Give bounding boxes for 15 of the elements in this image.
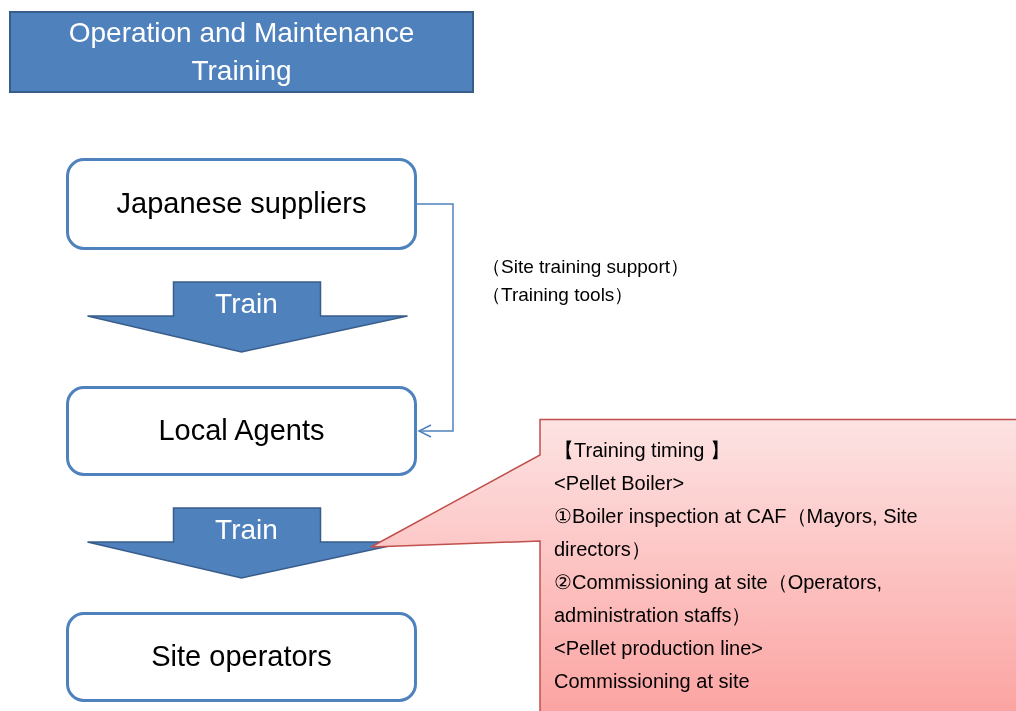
callout-text: <Pellet Boiler> bbox=[554, 471, 686, 496]
callout-text: 【Training timing 】 bbox=[554, 438, 731, 463]
edge-label: Train bbox=[214, 515, 279, 545]
block-arrow bbox=[86, 281, 409, 353]
process-box: Site operators bbox=[66, 612, 417, 702]
callout-shape bbox=[370, 418, 1016, 711]
edge-label: Train bbox=[214, 289, 279, 319]
callout-text: <Pellet production line> bbox=[554, 636, 765, 661]
process-box: Local Agents bbox=[66, 386, 417, 476]
callout-text: ②Commissioning at site（Operators, administration staffs） bbox=[554, 570, 884, 628]
title-banner: Operation and Maintenance Training bbox=[9, 11, 474, 93]
elbow-arrow bbox=[416, 203, 454, 438]
callout-text: Commissioning at site bbox=[554, 669, 751, 694]
process-box: Japanese suppliers bbox=[66, 158, 417, 250]
callout-text: ①Boiler inspection at CAF（Mayors, Site directors） bbox=[554, 504, 919, 562]
